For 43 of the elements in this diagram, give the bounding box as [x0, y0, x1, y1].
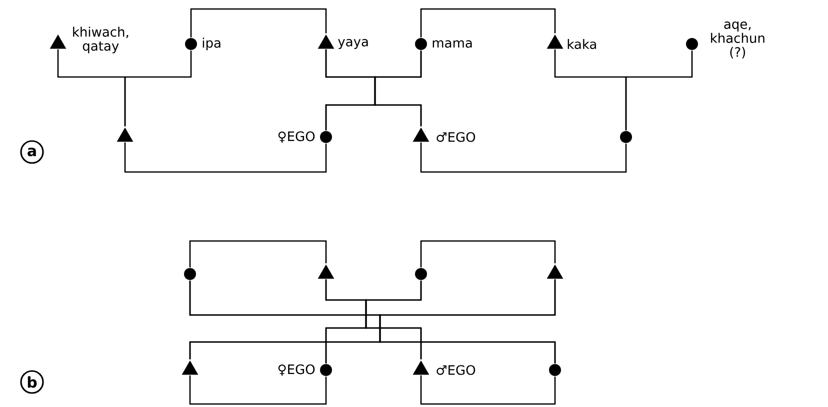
- kinship-line: [374, 50, 422, 126]
- triangle-symbol: [318, 264, 334, 279]
- kinship-line: [124, 50, 192, 126]
- kinship-term: ipa: [202, 38, 220, 50]
- panel-letter: a: [20, 140, 44, 164]
- kinship-line: [379, 279, 556, 364]
- kinship-line: [190, 8, 327, 38]
- panel-letter: b: [20, 370, 44, 394]
- triangle-symbol: [50, 34, 66, 49]
- triangle-symbol: [182, 360, 198, 375]
- kinship-line: [189, 375, 327, 405]
- kinship-line: [189, 240, 327, 268]
- circle-symbol: [320, 364, 332, 376]
- kinship-term: ♀EGO: [278, 364, 315, 376]
- kinship-term: ♂EGO: [436, 365, 476, 375]
- circle-symbol: [320, 131, 332, 143]
- kinship-line: [420, 240, 556, 268]
- kinship-line: [124, 142, 327, 173]
- triangle-symbol: [116, 128, 134, 142]
- kinship-line: [365, 280, 422, 360]
- circle-symbol: [415, 38, 427, 50]
- kinship-term: ♂EGO: [436, 132, 476, 142]
- circle-symbol: [686, 38, 698, 50]
- circle-symbol: [549, 364, 561, 376]
- kinship-term: yaya: [338, 39, 368, 49]
- triangle-symbol: [546, 264, 564, 279]
- kinship-line: [420, 375, 556, 405]
- kinship-line: [420, 142, 627, 173]
- kinship-term: mama: [432, 40, 472, 48]
- kinship-term: aqe, khachun (?): [711, 22, 764, 58]
- kinship-term: kaka: [568, 38, 596, 50]
- circle-symbol: [620, 131, 632, 143]
- circle-symbol: [184, 268, 196, 280]
- triangle-symbol: [318, 34, 334, 49]
- kinship-term: khiwach, qatay: [73, 26, 128, 54]
- triangle-symbol: [412, 128, 430, 142]
- circle-symbol: [415, 268, 427, 280]
- kinship-term: ♀EGO: [278, 131, 315, 143]
- circle-symbol: [185, 38, 197, 50]
- triangle-symbol: [546, 34, 564, 49]
- kinship-line: [420, 8, 556, 38]
- triangle-symbol: [412, 360, 430, 375]
- kinship-line: [625, 50, 693, 130]
